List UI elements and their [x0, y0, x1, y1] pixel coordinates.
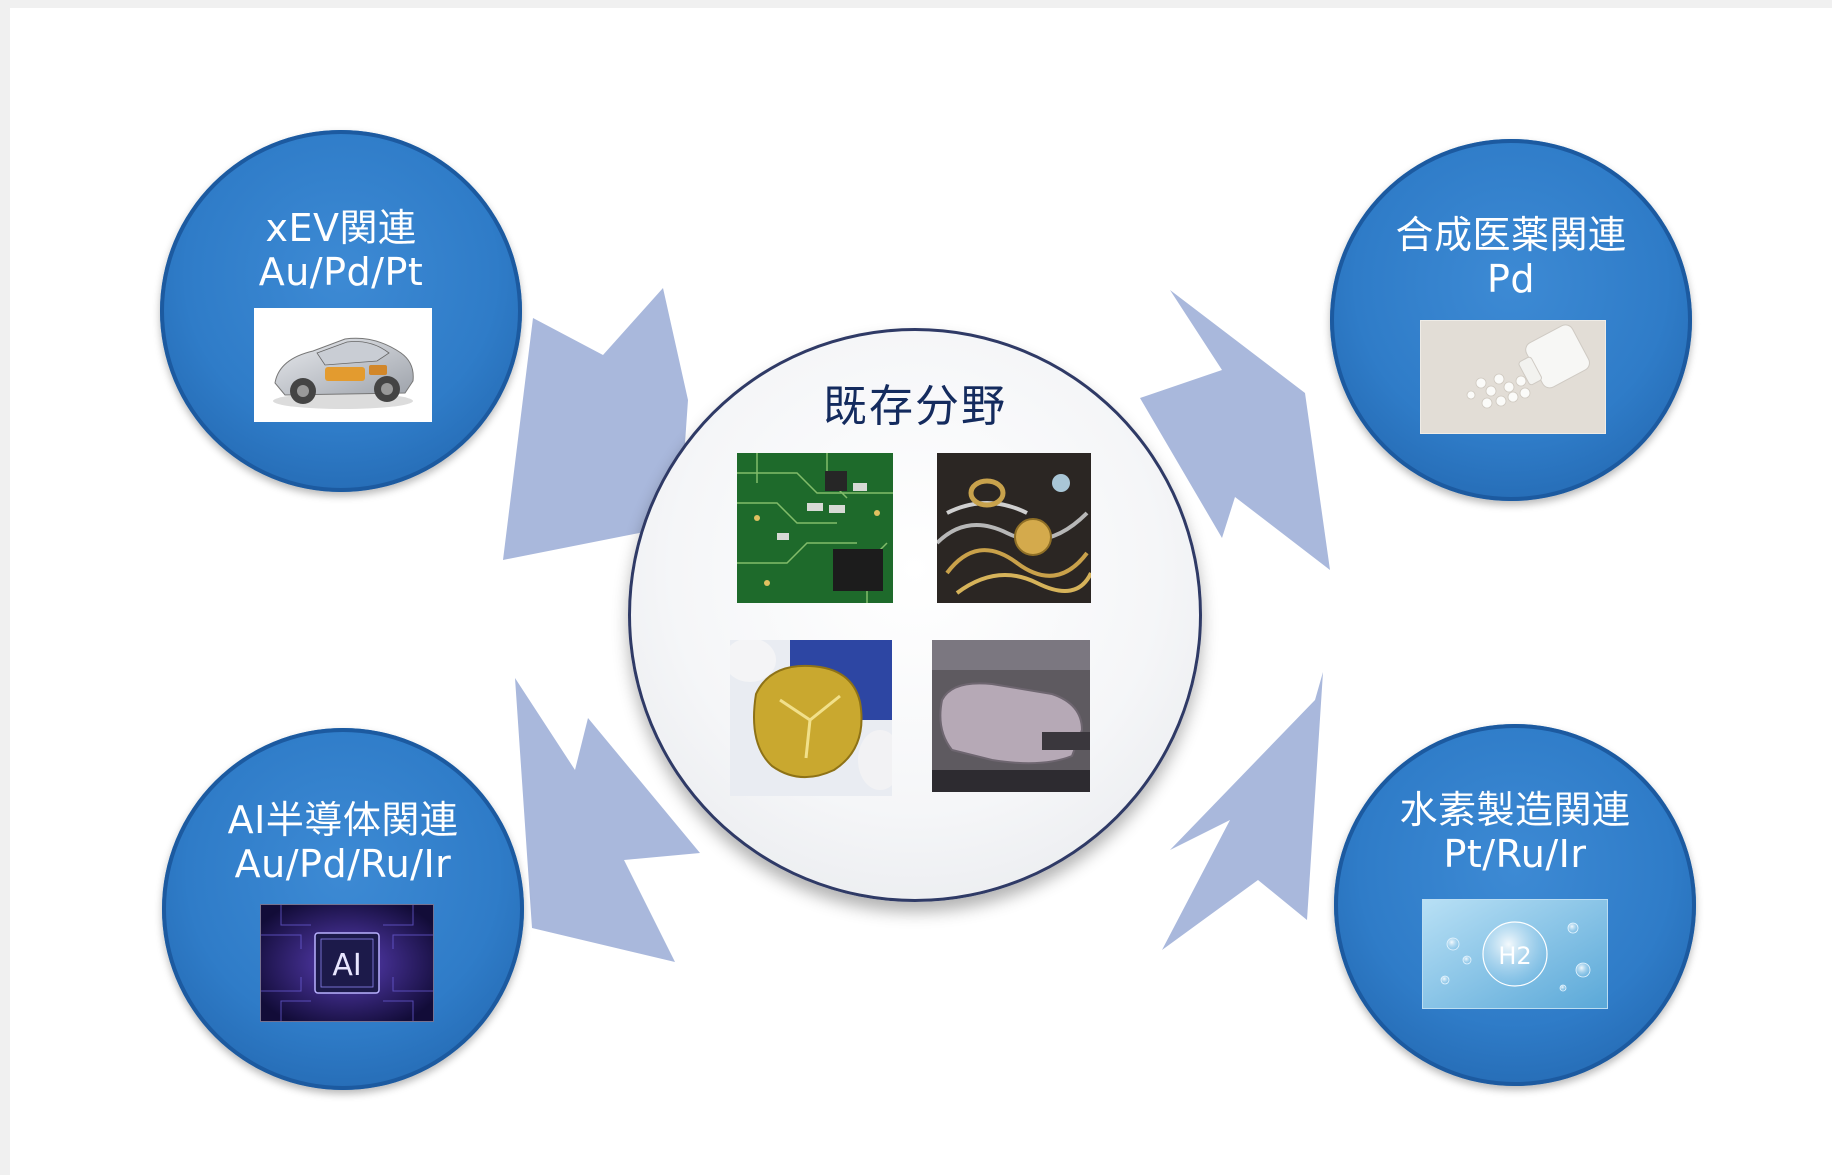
hydrogen-bubble-photo: H2 — [1422, 899, 1608, 1009]
ai-chip-label: AI — [332, 948, 361, 983]
existing-field-title: 既存分野 — [823, 381, 1007, 432]
application-circle-ai-semiconductor: AI半導体関連 Au/Pd/Ru/Ir AI — [162, 728, 524, 1090]
pill-bottle-photo — [1420, 320, 1606, 434]
application-circle-xev: xEV関連 Au/Pd/Pt — [160, 130, 522, 492]
application-label-xev: xEV関連 Au/Pd/Pt — [258, 206, 424, 294]
application-label-hydrogen: 水素製造関連 Pt/Ru/Ir — [1399, 788, 1631, 876]
application-label-ai-semiconductor: AI半導体関連 Au/Pd/Ru/Ir — [227, 798, 459, 886]
arrow-to-ai-semiconductor — [515, 678, 700, 962]
ai-chip-photo: AI — [260, 904, 434, 1022]
application-label-pharma: 合成医薬関連 Pd — [1395, 213, 1627, 301]
hydrogen-symbol: H2 — [1498, 942, 1531, 970]
arrow-to-hydrogen — [1162, 672, 1323, 950]
application-circle-pharma: 合成医薬関連 Pd — [1330, 139, 1692, 501]
arrow-to-pharma — [1140, 290, 1330, 570]
gold-dental-crown-photo — [730, 640, 892, 796]
application-circle-hydrogen: 水素製造関連 Pt/Ru/Ir H2 — [1334, 724, 1696, 1086]
circuit-board-photo — [737, 453, 893, 603]
catalytic-converter-photo — [932, 640, 1090, 792]
scrap-jewelry-photo — [937, 453, 1091, 603]
electric-car-photo — [254, 308, 432, 422]
existing-field-circle: 既存分野 — [628, 328, 1202, 902]
